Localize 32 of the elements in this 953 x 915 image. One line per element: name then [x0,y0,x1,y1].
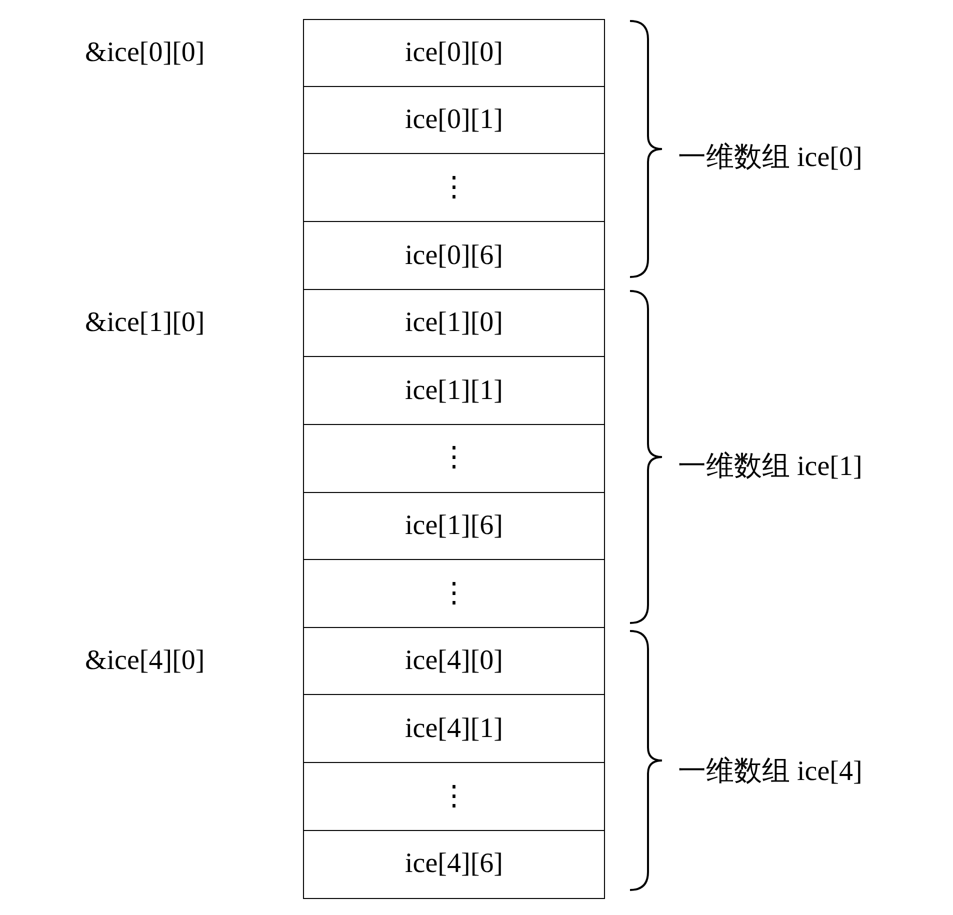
group-label: 一维数组 ice[0] [678,142,862,174]
array-cell [303,694,605,764]
cell-text: ice[4][6] [405,850,503,878]
cell-text: ice[0][1] [405,106,503,134]
cell-text: ⋮ [440,782,468,811]
cell-text: ⋮ [440,174,468,202]
address-label: &ice[0][0] [85,36,205,69]
array-cell [303,424,605,494]
cell-text: ⋮ [440,580,468,608]
cell-text: ⋮ [440,444,468,472]
array-cell [303,559,605,628]
cell-text: ice[4][1] [405,714,503,743]
array-cell [303,830,605,899]
array-cell [303,288,605,358]
cell-text: ice[1][1] [405,376,503,405]
array-cell [303,19,605,88]
cell-text: ice[0][0] [405,39,503,68]
group-label: 一维数组 ice[1] [678,451,862,483]
array-cell [303,153,605,223]
array-cell [303,762,605,832]
address-label: &ice[4][0] [85,645,205,678]
array-cell [303,626,605,696]
cell-text: ice[1][6] [405,512,503,540]
array-cell [303,221,605,290]
cell-text: ice[4][0] [405,647,503,676]
group-label: 一维数组 ice[4] [678,756,862,788]
address-label: &ice[1][0] [85,307,205,340]
cell-text: ice[1][0] [405,309,503,338]
array-cell [303,86,605,155]
cell-text: ice[0][6] [405,242,503,270]
array-cell [303,492,605,561]
array-cell [303,356,605,426]
